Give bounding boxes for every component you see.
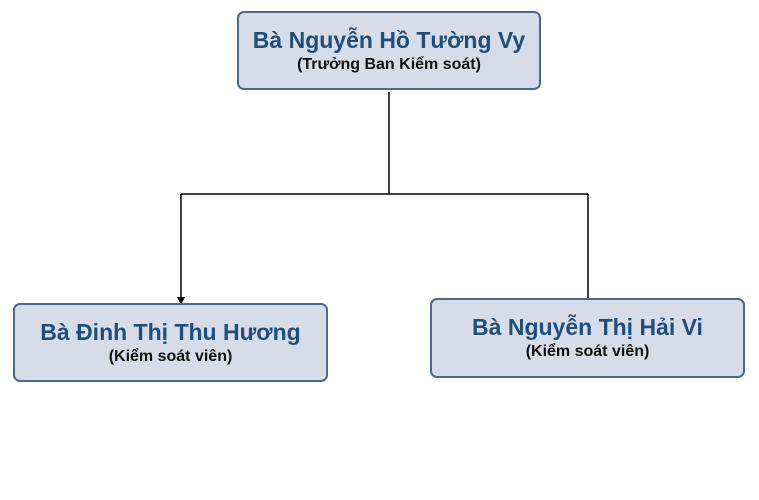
node-role: (Trưởng Ban Kiểm soát) [297, 56, 481, 73]
node-name: Bà Nguyễn Hồ Tường Vy [252, 27, 526, 53]
node-kiem-soat-vien-2: Bà Nguyễn Thị Hải Vi (Kiểm soát viên) [430, 298, 745, 378]
node-role: (Kiểm soát viên) [525, 343, 650, 360]
node-name: Bà Đinh Thị Thu Hương [40, 319, 301, 345]
node-kiem-soat-vien-1: Bà Đinh Thị Thu Hương (Kiểm soát viên) [13, 303, 328, 382]
node-truong-ban-kiem-soat: Bà Nguyễn Hồ Tường Vy (Trưởng Ban Kiểm s… [237, 11, 541, 90]
node-role: (Kiểm soát viên) [108, 348, 233, 365]
node-name: Bà Nguyễn Thị Hải Vi [472, 314, 703, 340]
